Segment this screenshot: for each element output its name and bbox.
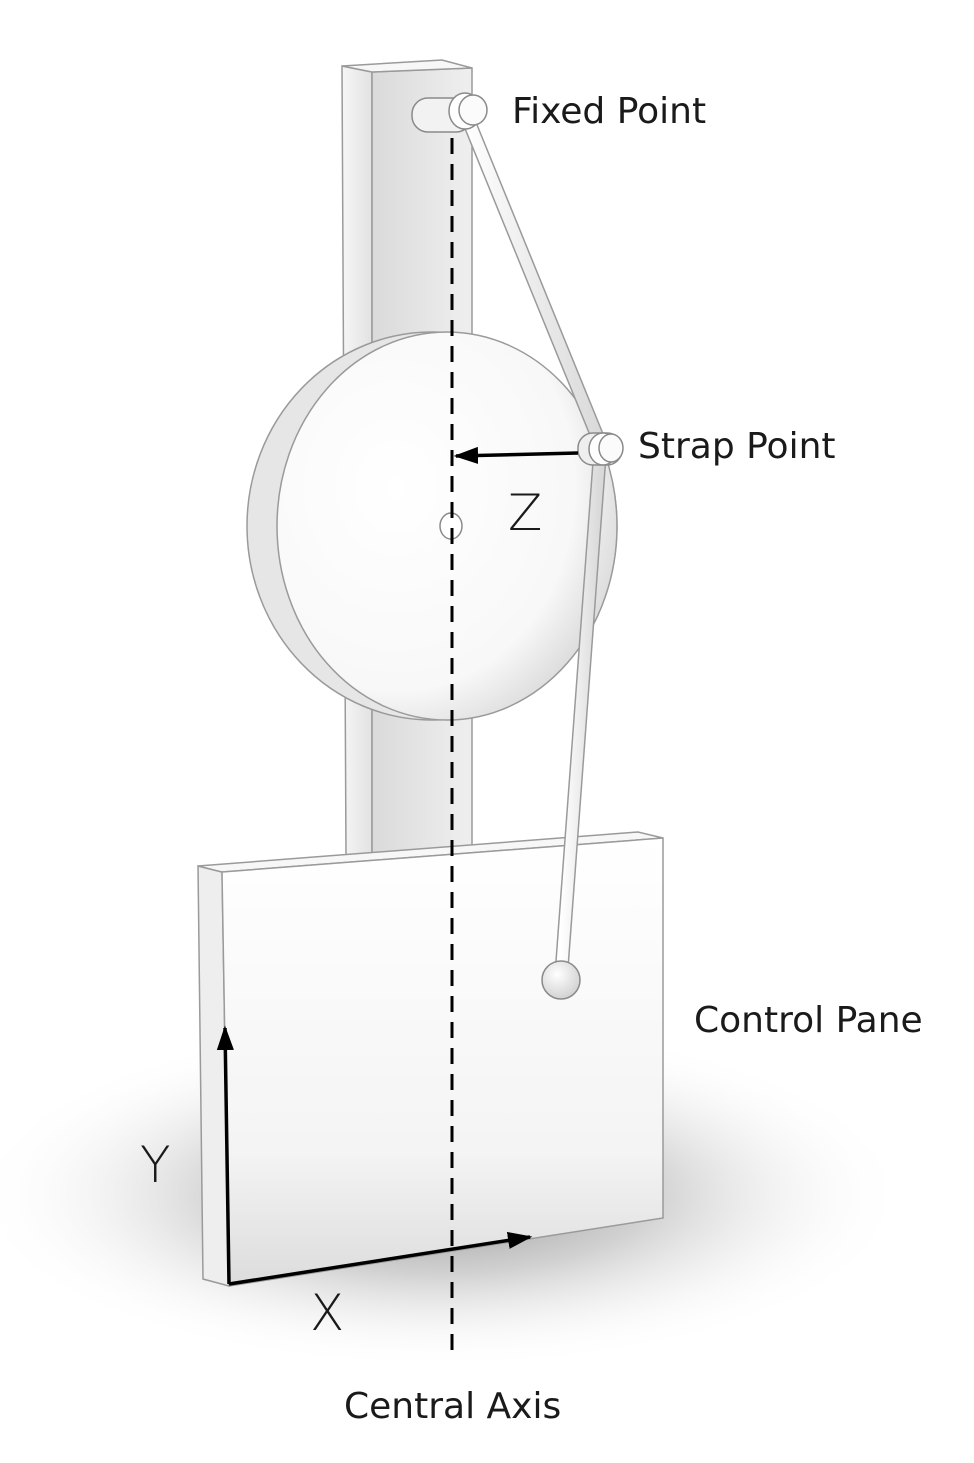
- control-pane-label: Control Pane: [694, 1000, 923, 1041]
- strap-end-ball: [541, 960, 581, 1000]
- y-axis-label: Y: [140, 1136, 171, 1194]
- y-axis-arrow: [216, 1025, 234, 1285]
- x-axis-arrow: [228, 1231, 533, 1286]
- z-axis-label: Z: [508, 484, 542, 542]
- z-axis-arrow: [453, 446, 579, 465]
- strap-point-pin: [577, 432, 624, 466]
- central-axis-label: Central Axis: [344, 1386, 561, 1427]
- lower-strap-rod: [554, 445, 607, 985]
- rotating-disc: [246, 331, 618, 721]
- x-axis-label: X: [310, 1284, 344, 1342]
- strap-point-label: Strap Point: [638, 426, 836, 467]
- fixed-point-label: Fixed Point: [512, 91, 706, 132]
- control-pane-block: [197, 831, 664, 1287]
- upper-strap-rod: [458, 105, 609, 455]
- fixed-point-pin: [411, 92, 488, 133]
